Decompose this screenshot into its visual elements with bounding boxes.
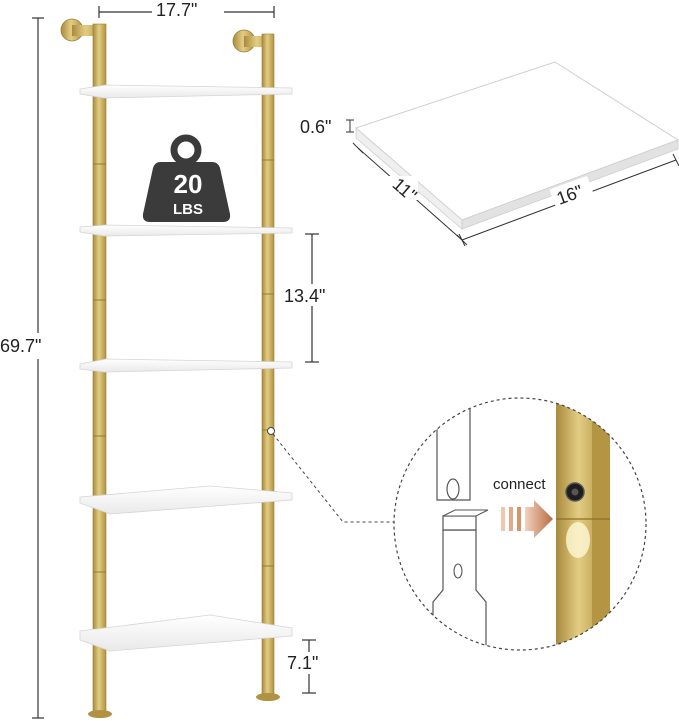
connection-detail-circle: connect [393,397,647,651]
height-dimension: 69.7" [0,17,56,719]
connector-callout [267,427,394,523]
height-label: 69.7" [0,336,41,356]
bottom-gap-dimension: 7.1" [284,639,334,694]
shelf-1 [79,84,293,99]
spacing-label: 13.4" [284,286,325,306]
wall-bracket-left [60,18,102,42]
shelf-2 [79,224,293,237]
right-foot [256,693,280,701]
left-foot [88,710,112,718]
weight-badge: 20 LBS [142,134,231,222]
shelf-4 [79,485,293,515]
spacing-dimension: 13.4" [280,233,340,363]
width-dimension: 17.7" [98,0,275,20]
shelf-5 [79,614,293,652]
weight-unit: LBS [173,201,203,218]
shelf-board-detail: 0.6" 11" 16" [300,61,679,247]
wall-bracket-right [232,29,272,53]
ladder-shelf [60,18,293,718]
bottom-gap-label: 7.1" [287,653,318,673]
shelf-3 [79,358,293,373]
thickness-label: 0.6" [300,117,331,137]
weight-value: 20 [174,169,203,199]
connect-arrow-icon [501,500,553,538]
width-label: 17.7" [156,0,197,20]
connect-label: connect [493,476,546,493]
